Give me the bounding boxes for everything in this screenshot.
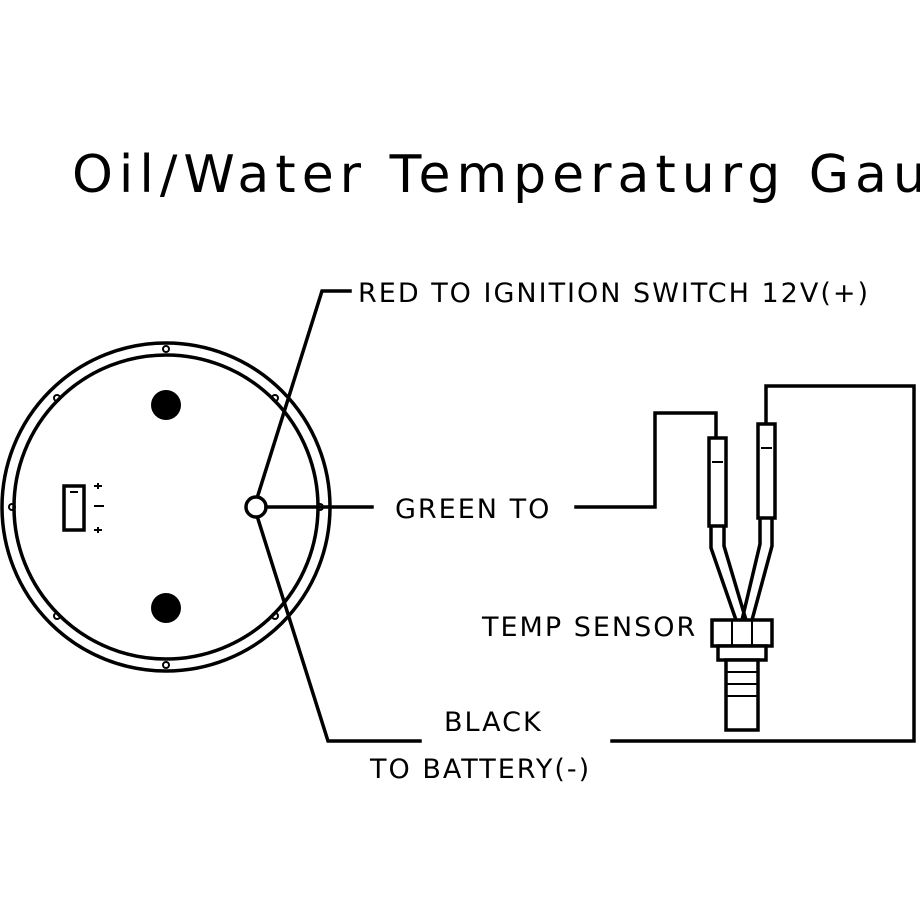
center-terminal <box>244 495 268 519</box>
gauge <box>0 341 332 673</box>
sensor-hex-nut <box>710 618 774 648</box>
sensor-plug-left <box>707 436 728 528</box>
sensor-lead-left <box>709 526 738 621</box>
black-wire-label-line1: BLACK <box>444 707 543 738</box>
black-wire-label-line2: TO BATTERY(-) <box>369 754 591 785</box>
red-wire-label: RED TO IGNITION SWITCH 12V(+) <box>358 278 870 309</box>
temp-sensor <box>707 422 777 732</box>
sensor-plug-right <box>756 422 777 520</box>
mounting-hole-bottom <box>151 593 181 623</box>
diagram-title: Oil/Water Temperaturg Gauge <box>72 145 920 205</box>
sensor-lead-right-inner <box>740 518 762 621</box>
red-wire <box>255 289 352 498</box>
lamp-socket <box>62 483 104 533</box>
sensor-collar <box>716 644 768 662</box>
temp-sensor-label: TEMP SENSOR <box>481 612 697 643</box>
green-wire-right <box>574 411 718 509</box>
sensor-lead-left-inner <box>722 526 748 621</box>
sensor-lead-right <box>750 518 774 621</box>
gauge-bezel-notches <box>8 345 324 669</box>
ground-wire <box>610 384 916 743</box>
black-wire <box>255 516 422 743</box>
green-wire-label: GREEN TO <box>395 494 551 525</box>
mounting-hole-top <box>151 390 181 420</box>
